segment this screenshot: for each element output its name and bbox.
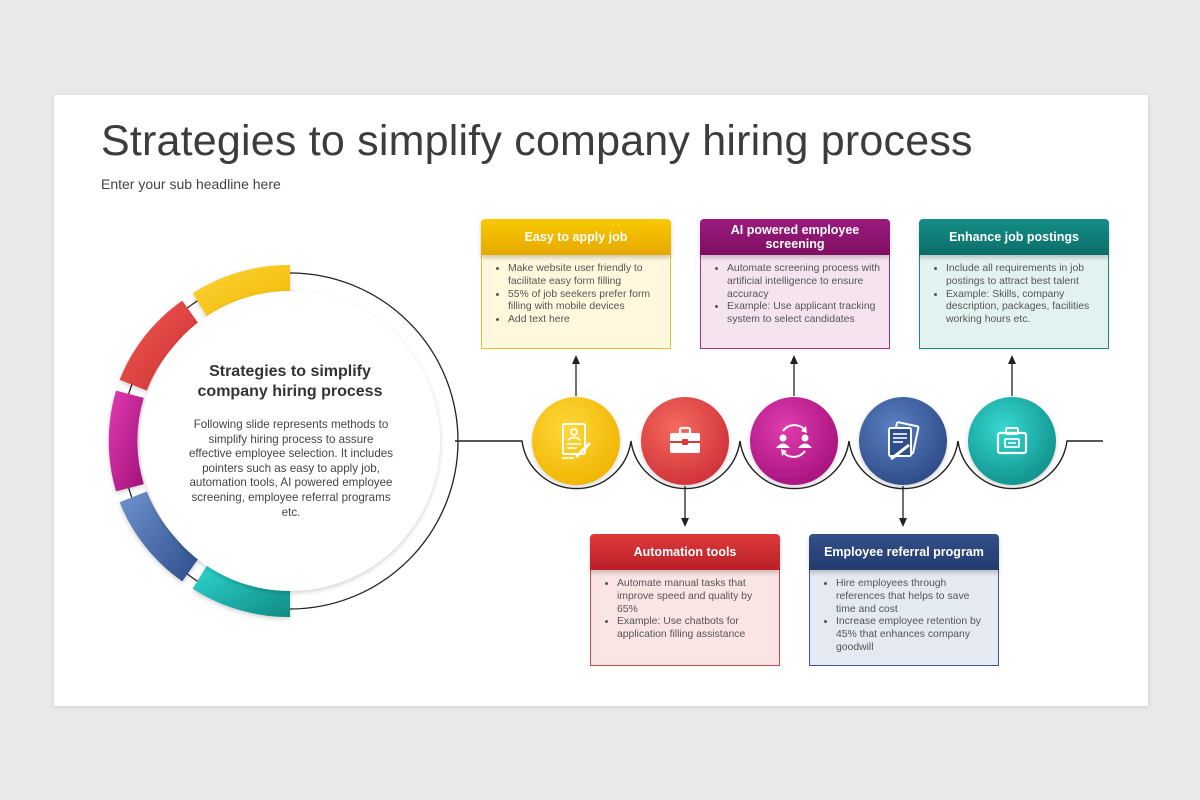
card-bullet: Example: Use applicant tracking system t…: [727, 301, 881, 327]
slide-subtitle: Enter your sub headline here: [101, 176, 281, 192]
card-title: Easy to apply job: [481, 219, 671, 255]
card-bullet: Include all requirements in job postings…: [946, 263, 1100, 289]
slide-title: Strategies to simplify company hiring pr…: [101, 117, 973, 165]
card-title: Automation tools: [590, 534, 780, 570]
card-body: Make website user friendly to facilitate…: [481, 255, 671, 349]
card-automation-tools: Automation tools Automate manual tasks t…: [590, 534, 780, 666]
job-application-icon: [532, 397, 620, 485]
job-posting-icon: [968, 397, 1056, 485]
card-body: Automate screening process with artifici…: [700, 255, 890, 349]
card-bullet: Make website user friendly to facilitate…: [508, 263, 662, 289]
card-body: Include all requirements in job postings…: [919, 255, 1109, 349]
card-ai-powered-employee-screening: AI powered employee screening Automate s…: [700, 219, 890, 349]
card-bullet: Increase employee retention by 45% that …: [836, 616, 990, 654]
card-title: Employee referral program: [809, 534, 999, 570]
card-bullet: Automate manual tasks that improve speed…: [617, 578, 771, 616]
card-bullet: Automate screening process with artifici…: [727, 263, 881, 301]
card-bullet: Example: Skills, company description, pa…: [946, 289, 1100, 327]
card-bullet: Add text here: [508, 314, 662, 327]
card-bullet: Hire employees through references that h…: [836, 578, 990, 616]
card-bullet: 55% of job seekers prefer form filling w…: [508, 289, 662, 315]
card-employee-referral-program: Employee referral program Hire employees…: [809, 534, 999, 666]
card-body: Hire employees through references that h…: [809, 570, 999, 666]
briefcase-icon: [641, 397, 729, 485]
card-body: Automate manual tasks that improve speed…: [590, 570, 780, 666]
card-enhance-job-postings: Enhance job postings Include all require…: [919, 219, 1109, 349]
card-title: AI powered employee screening: [700, 219, 890, 255]
card-easy-to-apply-job: Easy to apply job Make website user frie…: [481, 219, 671, 349]
center-title: Strategies to simplify company hiring pr…: [197, 363, 383, 400]
documents-pen-icon: [859, 397, 947, 485]
card-bullet: Example: Use chatbots for application fi…: [617, 616, 771, 642]
center-description: Following slide represents methods to si…: [188, 418, 394, 519]
card-title: Enhance job postings: [919, 219, 1109, 255]
people-exchange-icon: [750, 397, 838, 485]
